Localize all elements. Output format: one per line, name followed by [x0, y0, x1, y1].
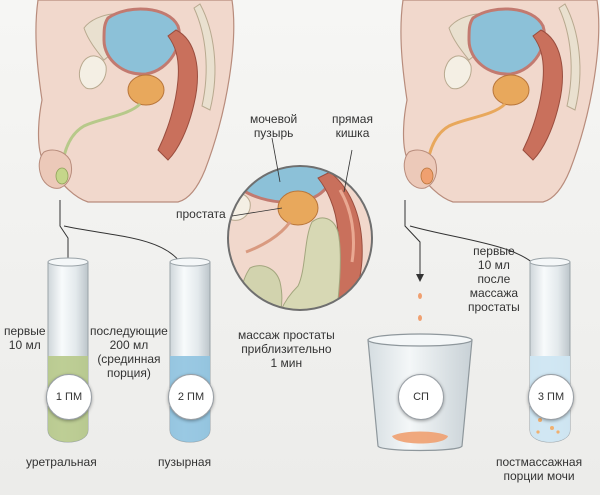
- bladder-pointer: [271, 137, 281, 183]
- post-first10-label: первые 10 мл после массажа простаты: [468, 244, 520, 314]
- right-prostate: [492, 74, 530, 106]
- postmassage-caption-line1: постмассажная: [496, 455, 583, 469]
- post-label-line5: простаты: [468, 300, 520, 314]
- massage-label-line2: приблизительно: [241, 342, 332, 356]
- inset-rectum-inner: [338, 189, 355, 263]
- badge-pm2: 2 ПМ: [168, 374, 214, 420]
- left-prostate: [127, 74, 165, 106]
- right-rectum: [522, 29, 563, 161]
- badge-pm1: 1 ПМ: [46, 374, 92, 420]
- first10-label-line2: 10 мл: [8, 338, 41, 352]
- left-spine: [193, 3, 216, 111]
- rectum-pointer: [343, 149, 353, 193]
- postmassage-caption-line2: порции мочи: [503, 469, 575, 483]
- postmassage-caption: постмассажная порции мочи: [496, 455, 582, 483]
- massage-inset: [227, 165, 373, 311]
- bladder-label-line1: мочевой: [250, 112, 298, 126]
- inset-bladder: [234, 166, 333, 204]
- next200-label-line2: 200 мл: [109, 338, 149, 352]
- inset-gloved-finger: [276, 217, 341, 310]
- right-penis: [403, 149, 438, 189]
- left-pubic-bone: [78, 55, 107, 90]
- urethral-caption: уретральная: [26, 455, 97, 469]
- bladder-label: мочевой пузырь: [250, 112, 297, 140]
- inset-prostate: [277, 190, 319, 226]
- badge-sp: СП: [398, 374, 444, 420]
- left-bladder: [102, 7, 181, 76]
- left-penis: [38, 149, 73, 189]
- arrow-secretion: [404, 200, 421, 278]
- right-pubic-bone: [443, 55, 472, 90]
- left-anatomy: [35, 0, 235, 203]
- left-urethra: [60, 102, 142, 169]
- inset-urethra: [245, 221, 292, 254]
- right-urethra: [425, 102, 507, 169]
- rectum-label-line2: кишка: [335, 126, 370, 140]
- post-label-line3: после: [477, 272, 511, 286]
- left-glans: [55, 167, 69, 185]
- right-anatomy: [400, 0, 600, 203]
- rectum-label-line1: прямая: [332, 112, 373, 126]
- right-bladder: [467, 7, 546, 76]
- bladder-label-line2: пузырь: [253, 126, 294, 140]
- massage-label-line1: массаж простаты: [238, 328, 335, 342]
- next200-label: последующие 200 мл (срединная порция): [90, 324, 168, 380]
- post-label-line2: 10 мл: [477, 258, 510, 272]
- first10-label: первые 10 мл: [4, 324, 46, 352]
- right-glans: [420, 167, 434, 185]
- massage-label: массаж простаты приблизительно 1 мин: [238, 328, 335, 370]
- right-spine: [558, 3, 581, 111]
- first10-label-line1: первые: [4, 324, 46, 338]
- left-rectum: [157, 29, 198, 161]
- post-label-line4: массажа: [469, 286, 519, 300]
- post-label-line1: первые: [473, 244, 515, 258]
- next200-label-line1: последующие: [90, 324, 168, 338]
- next200-label-line3: (срединная: [97, 352, 161, 366]
- arrow-secretion-head: [416, 274, 424, 282]
- prostate-label: простата: [176, 207, 226, 221]
- massage-label-line3: 1 мин: [270, 356, 303, 370]
- rectum-label: прямая кишка: [332, 112, 373, 140]
- prostate-pointer: [231, 207, 283, 217]
- next200-label-line4: порция): [106, 366, 151, 380]
- cup-secretion-pool: [392, 431, 448, 444]
- badge-pm3: 3 ПМ: [528, 374, 574, 420]
- vesical-caption: пузырная: [158, 455, 212, 469]
